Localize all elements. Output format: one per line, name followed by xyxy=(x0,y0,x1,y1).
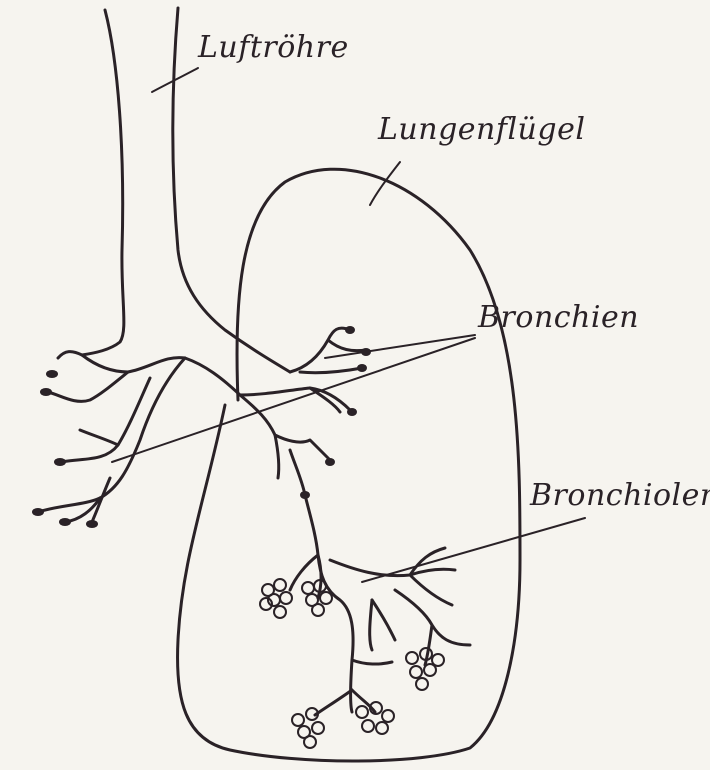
label-bronchioles: Bronchiolen xyxy=(530,478,710,513)
right-bronchus-down xyxy=(275,435,330,495)
left-bronchus-lower xyxy=(48,372,128,401)
leader-bronchioles xyxy=(362,518,585,582)
left-bronchus-branch-low xyxy=(38,358,185,512)
label-bronchi: Bronchien xyxy=(478,300,639,335)
right-bronchus-upper xyxy=(290,328,366,373)
alveoli-cluster-4 xyxy=(292,708,324,748)
left-bronchus-branch-tip1 xyxy=(65,430,118,522)
trachea-left-wall xyxy=(82,10,124,355)
alveoli-cluster-3 xyxy=(406,648,444,690)
leader-bronchi-2 xyxy=(112,338,475,462)
alveoli-cluster-1 xyxy=(260,579,292,618)
left-bronchus-upper xyxy=(58,352,275,435)
alveoli-cluster-5 xyxy=(356,702,394,734)
lung-outline xyxy=(178,169,520,761)
label-lung: Lungenflügel xyxy=(378,112,585,147)
label-trachea: Luftröhre xyxy=(198,30,349,65)
